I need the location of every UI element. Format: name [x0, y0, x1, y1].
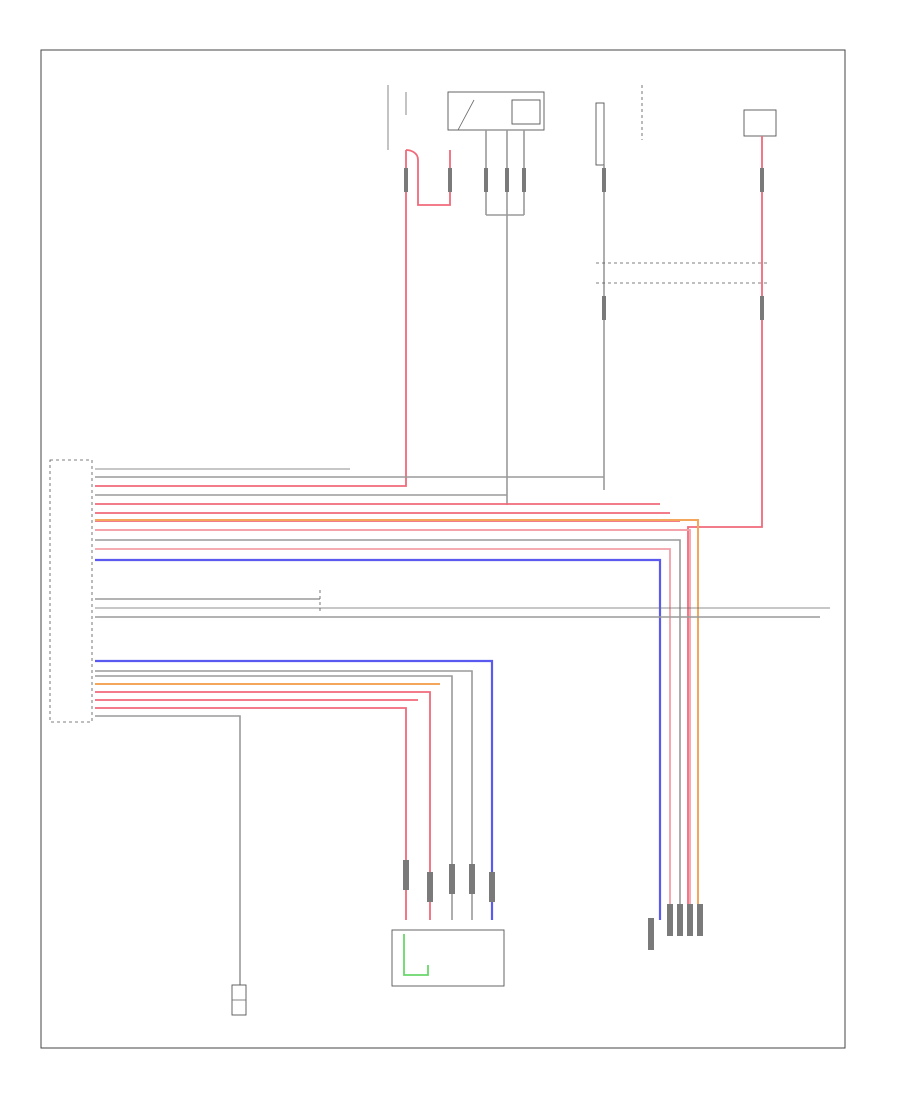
pedal-connector	[648, 904, 703, 950]
throttle-connector-pins	[403, 860, 495, 902]
ecm-wire-8	[95, 539, 681, 920]
ecm-block	[49, 459, 93, 723]
ecm-wire-throttle-2	[95, 670, 473, 920]
ecm-wire-throttle-3	[95, 675, 453, 920]
diagram-frame	[40, 49, 846, 1049]
ecm-wire-throttle-7	[95, 707, 407, 920]
relay-box	[447, 91, 545, 505]
ecm-wire-orange	[95, 519, 699, 920]
right-component	[687, 109, 777, 920]
ecm-wire-ground	[95, 715, 241, 985]
fuse-feed-wire	[95, 150, 407, 487]
top-fuse-block	[387, 85, 407, 150]
ecm-wire-throttle-5	[95, 691, 431, 920]
hot-feed	[595, 85, 770, 490]
ecm-wire-10	[95, 558, 662, 920]
ecm-wire-throttle-1	[95, 659, 494, 920]
top-connector-pins	[404, 168, 764, 320]
throttle-body	[391, 929, 505, 987]
ground-component	[231, 984, 247, 1016]
ecm-wire-9	[95, 548, 671, 920]
